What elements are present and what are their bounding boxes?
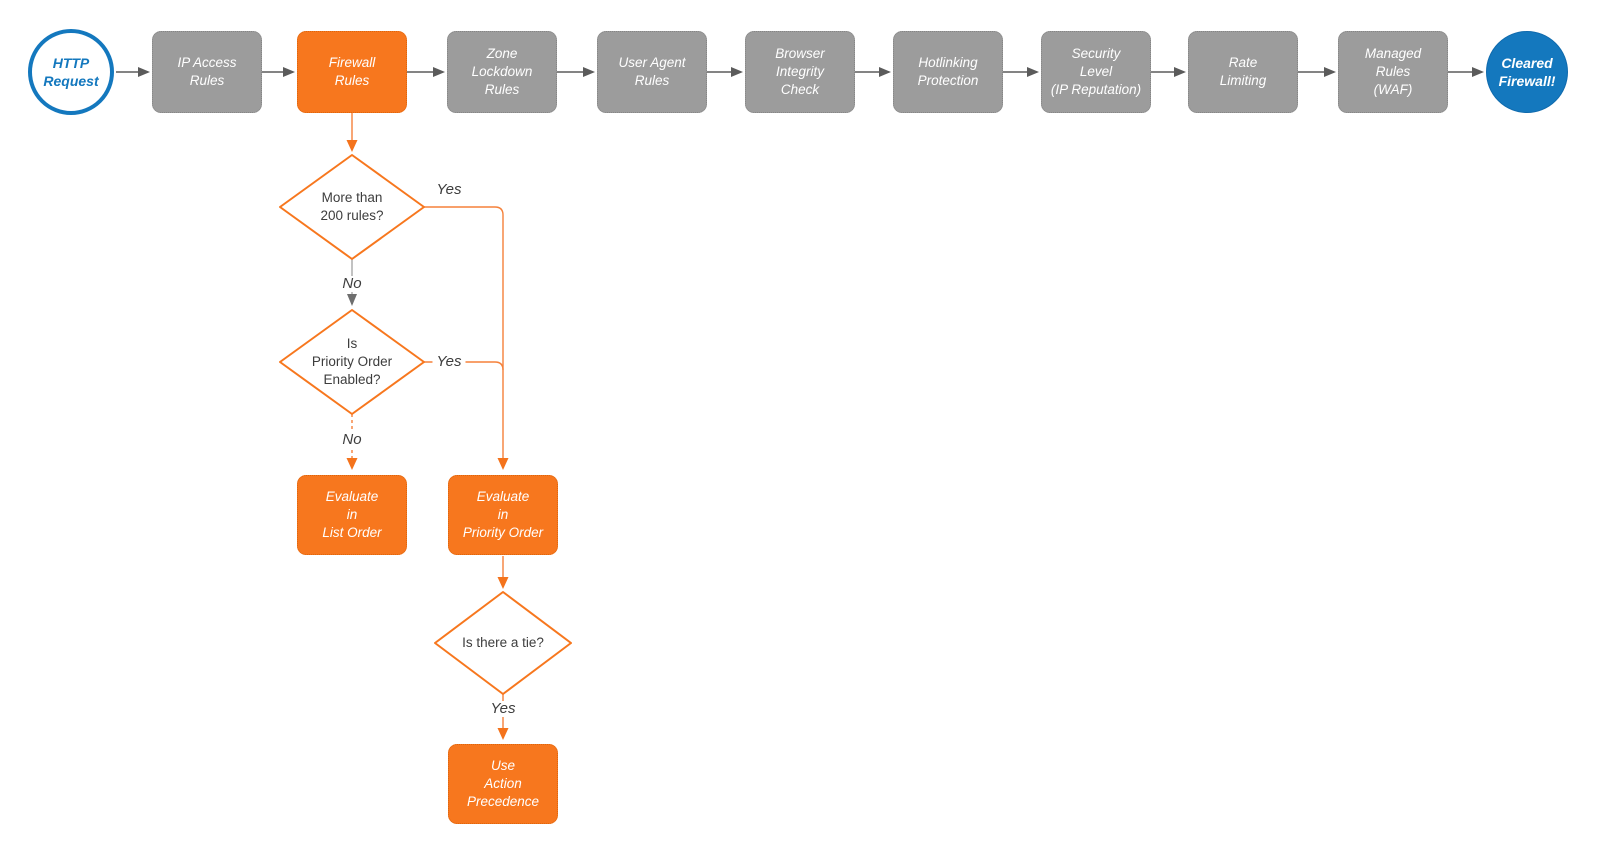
decision-more-than-200-rules-shape (279, 154, 425, 260)
node-ip-access-rules: IP Access Rules (152, 31, 262, 113)
node-managed-rules-waf: Managed Rules (WAF) (1338, 31, 1448, 113)
node-label: Evaluate in Priority Order (462, 489, 544, 540)
node-security-level-ip-reputation: Security Level (IP Reputation) (1041, 31, 1151, 113)
node-label: Use Action Precedence (466, 758, 540, 809)
node-zone-lockdown-rules: Zone Lockdown Rules (447, 31, 557, 113)
decision-is-there-a-tie-shape (434, 591, 572, 695)
node-label: IP Access Rules (177, 55, 237, 88)
node-user-agent-rules: User Agent Rules (597, 31, 707, 113)
edge-label-decision1-yes: Yes (436, 181, 462, 198)
node-evaluate-in-list-order: Evaluate in List Order (297, 475, 407, 555)
node-evaluate-in-priority-order: Evaluate in Priority Order (448, 475, 558, 555)
node-label: Evaluate in List Order (322, 489, 382, 540)
node-hotlinking-protection: Hotlinking Protection (893, 31, 1003, 113)
decision-priority-order-enabled-label: Is Priority Order Enabled? (311, 336, 393, 387)
edge-label-decision2-yes: Yes (432, 354, 466, 370)
node-label: Zone Lockdown Rules (471, 46, 533, 97)
edge-label-decision2-no: No (338, 432, 366, 448)
end-node-label: Cleared Firewall! (1498, 55, 1556, 89)
edge-decision1-yes-to-priority-order (424, 206, 509, 470)
edge-label-decision1-no: No (338, 276, 366, 292)
node-label: Firewall Rules (328, 55, 376, 88)
start-node-label: HTTP Request (43, 55, 99, 89)
end-node-cleared-firewall: Cleared Firewall! (1486, 31, 1568, 113)
node-firewall-rules: Firewall Rules (297, 31, 407, 113)
node-label: Managed Rules (WAF) (1364, 46, 1422, 97)
start-node-http-request: HTTP Request (28, 29, 114, 115)
edge-decision2-yes-join (424, 361, 504, 371)
node-rate-limiting: Rate Limiting (1188, 31, 1298, 113)
decision-priority-order-enabled-shape (279, 309, 425, 415)
node-label: Browser Integrity Check (775, 46, 825, 97)
node-label: Rate Limiting (1219, 55, 1267, 88)
decision-is-there-a-tie-label: Is there a tie? (462, 635, 544, 650)
node-label: User Agent Rules (618, 55, 686, 88)
node-use-action-precedence: Use Action Precedence (448, 744, 558, 824)
edge-label-tie-yes: Yes (486, 701, 520, 717)
node-label: Security Level (IP Reputation) (1050, 46, 1142, 97)
node-browser-integrity-check: Browser Integrity Check (745, 31, 855, 113)
decision-more-than-200-rules-label: More than 200 rules? (320, 190, 384, 223)
node-label: Hotlinking Protection (917, 55, 979, 88)
